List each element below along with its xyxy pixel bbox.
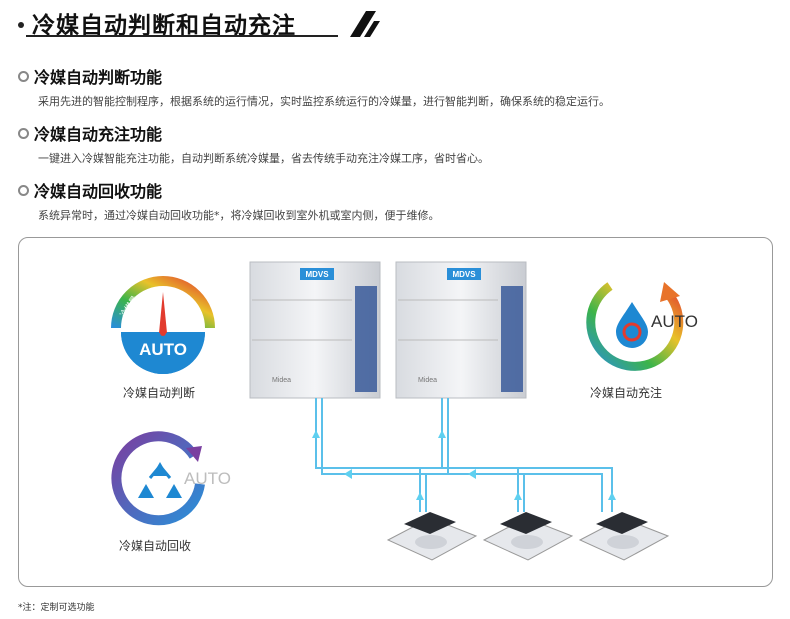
unit-badge: MDVS — [305, 270, 329, 279]
charge-auto-badge: AUTO — [651, 312, 698, 331]
gauge-icon — [111, 276, 215, 374]
section-recover: 冷媒自动回收功能 系统异常时，通过冷媒自动回收功能*，将冷媒回收到室外机或室内侧… — [18, 178, 440, 223]
header-bullet-icon — [18, 22, 24, 28]
section-title: 冷媒自动判断功能 — [34, 68, 163, 87]
flow-arrows — [312, 430, 616, 500]
section-judge: 冷媒自动判断功能 采用先进的智能控制程序，根据系统的运行情况，实时监控系统运行的… — [18, 64, 610, 109]
judge-auto-badge: AUTO — [139, 340, 187, 359]
header-slash-icon — [350, 11, 380, 37]
section-desc: 采用先进的智能控制程序，根据系统的运行情况，实时监控系统运行的冷媒量，进行智能判… — [38, 95, 610, 108]
cassette-indoor-unit — [578, 512, 670, 561]
recover-label: 冷媒自动回收 — [119, 539, 192, 553]
section-charge: 冷媒自动充注功能 一键进入冷媒智能充注功能，自动判断系统冷媒量，省去传统手动充注… — [18, 121, 489, 166]
section-desc: 一键进入冷媒智能充注功能，自动判断系统冷媒量，省去传统手动充注冷媒工序，省时省心… — [38, 152, 489, 165]
circle-bullet-icon — [18, 127, 29, 139]
page-title: 冷媒自动判断和自动充注 — [32, 13, 296, 39]
outdoor-unit — [249, 261, 381, 399]
section-title: 冷媒自动充注功能 — [34, 125, 163, 144]
recycle-icon — [111, 431, 205, 526]
section-desc: 系统异常时，通过冷媒自动回收功能*，将冷媒回收到室外机或室内侧，便于维修。 — [38, 209, 440, 222]
circle-bullet-icon — [18, 70, 29, 82]
cassette-indoor-unit — [386, 512, 478, 561]
unit-brand: Midea — [272, 377, 291, 384]
cassette-indoor-unit — [482, 512, 574, 561]
recover-auto-badge: AUTO — [184, 469, 231, 488]
unit-brand: Midea — [418, 377, 437, 384]
section-title: 冷媒自动回收功能 — [34, 182, 163, 201]
judge-label: 冷媒自动判断 — [123, 386, 196, 400]
charge-label: 冷媒自动充注 — [590, 386, 663, 400]
circle-bullet-icon — [18, 184, 29, 196]
unit-badge: MDVS — [452, 270, 476, 279]
outdoor-unit — [395, 261, 527, 399]
refrigerant-drop-icon — [586, 282, 684, 371]
footnote: *注：定制可选功能 — [18, 603, 95, 613]
page-header: 冷媒自动判断和自动充注 — [18, 4, 380, 39]
refrigerant-pipes — [315, 398, 613, 512]
header-underline — [26, 35, 338, 37]
